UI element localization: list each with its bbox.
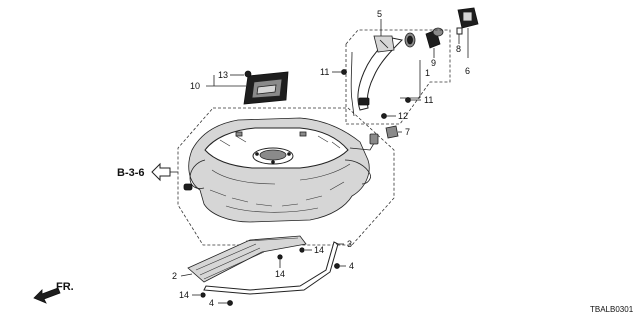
callout-14c: 14 (179, 290, 189, 300)
fuel-tank-group (177, 107, 395, 246)
leader-2 (180, 273, 193, 277)
clip-13-icon (244, 70, 252, 78)
clip-14-icon (200, 292, 206, 298)
front-direction: FR. (33, 281, 74, 304)
callout-10: 10 (190, 81, 200, 91)
bolt-11-icon (405, 97, 411, 103)
fuel-pump-cap (259, 149, 287, 161)
direction-label: FR. (56, 281, 74, 293)
tank-texture (209, 135, 351, 213)
bolts-4: 4 4 (209, 261, 354, 308)
bolt-4-icon (334, 263, 340, 269)
bracket-detail (379, 39, 389, 49)
clip-7 (385, 125, 399, 139)
tank-right-hose (344, 159, 371, 185)
tank-strap (203, 241, 339, 295)
part-2-heat-shield: 2 (172, 235, 307, 283)
heat-shield (187, 235, 307, 283)
callout-11a: 11 (320, 67, 329, 77)
front-arrow-icon (33, 287, 61, 304)
callout-11b: 11 (424, 95, 433, 105)
filler-neck-group: 9 5 1 11 11 12 (320, 9, 451, 125)
callout-14b: 14 (275, 269, 285, 279)
clip-14-icon (299, 247, 305, 253)
callout-13: 13 (218, 70, 228, 80)
reference-arrow: B-3-6 (117, 162, 178, 182)
filler-group-boundary (345, 29, 451, 125)
tank-fitting (235, 131, 243, 137)
part-9-collar-face (432, 27, 444, 37)
callout-4a: 4 (349, 261, 354, 271)
callout-2: 2 (172, 271, 177, 281)
bolt-11-icon (341, 69, 347, 75)
callout-9: 9 (431, 58, 436, 68)
pump-bolt (271, 160, 275, 164)
part-6-filler-lid: 6 8 (456, 7, 479, 76)
callout-3: 3 (347, 239, 352, 249)
callout-1: 1 (425, 68, 430, 78)
heat-shield-ribs (195, 237, 299, 280)
callout-5: 5 (377, 9, 382, 19)
callout-4b: 4 (209, 298, 214, 308)
callout-14a: 14 (314, 245, 324, 255)
filler-inlet-hole (407, 35, 413, 45)
reference-arrow-icon (151, 162, 171, 182)
part-3-tank-strap: 3 (203, 239, 352, 295)
tank-group-boundary (177, 107, 395, 246)
part-10-protector: 10 13 (190, 70, 289, 105)
clip-14-icon (277, 254, 283, 260)
clip-12-icon (381, 113, 387, 119)
pump-bolt (287, 152, 291, 156)
left-hose-clip (183, 183, 193, 191)
pump-bolt (255, 152, 259, 156)
filler-lid-face (462, 11, 473, 22)
tank-fitting (299, 131, 307, 137)
filler-pipe-breather (350, 51, 355, 117)
tank-left-hose (189, 159, 206, 189)
clips-14: 14 14 14 (179, 245, 324, 300)
callout-12: 12 (398, 111, 408, 121)
part-7-clip: 7 (385, 125, 410, 139)
pipe-lower-clamp (358, 97, 370, 106)
right-pipe-connector (369, 133, 379, 145)
callout-7: 7 (405, 127, 410, 137)
callout-8: 8 (456, 44, 461, 54)
callout-6: 6 (465, 66, 470, 76)
bolt-4-icon (227, 300, 233, 306)
protector-plate-slot (256, 84, 277, 95)
diagram-code: TBALB0301 (590, 305, 634, 314)
reference-label: B-3-6 (117, 167, 145, 179)
part-8-pin (456, 27, 463, 35)
